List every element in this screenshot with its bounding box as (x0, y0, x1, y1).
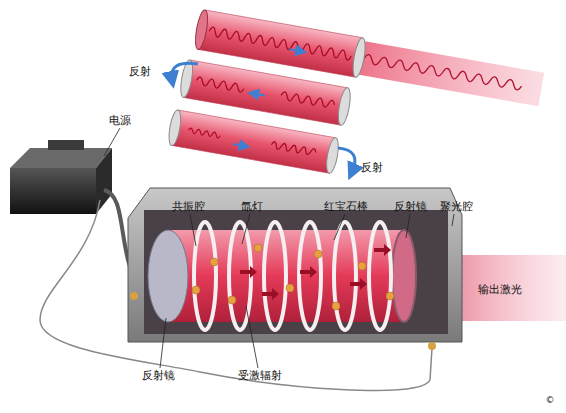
photon-arrow (240, 266, 257, 278)
callout-label: 氙灯 (241, 201, 263, 213)
mirror (148, 230, 188, 322)
photon-arrow (262, 288, 279, 300)
callout-label: 电源 (109, 115, 131, 127)
tube-body (172, 110, 336, 173)
atom (210, 258, 218, 266)
leader-line (452, 214, 454, 226)
mirror (392, 230, 416, 322)
leader-line (246, 306, 258, 368)
atoms (192, 244, 394, 310)
terminal (428, 342, 436, 350)
reflection-arrow (172, 63, 198, 80)
leader-line (406, 214, 410, 238)
mirror (167, 109, 183, 146)
power-supply-front (10, 168, 96, 214)
power-supply-handle (48, 140, 84, 150)
leader-lines (104, 128, 454, 368)
callout-label: 输出激光 (478, 284, 522, 296)
direction-arrow (253, 93, 265, 95)
coil-turn (194, 222, 216, 330)
resonator-tube (167, 109, 341, 174)
callout-label: 反射 (361, 162, 383, 174)
power-supply-side (96, 148, 112, 214)
atom (386, 292, 394, 300)
coil-turn (264, 222, 286, 330)
callout-label: 反射 (129, 66, 151, 78)
leader-line (334, 214, 345, 240)
light-wave (281, 91, 336, 108)
direction-arrow (233, 144, 245, 146)
light-wave (271, 141, 317, 156)
leader-line (190, 214, 196, 246)
callout-label: 聚光腔 (440, 201, 473, 213)
leader-line (104, 128, 120, 156)
atom (192, 286, 200, 294)
callout-label: 反射镜 (394, 201, 427, 213)
coil-turn (299, 222, 321, 330)
leader-line (160, 318, 166, 368)
callout-label: 共振腔 (172, 201, 205, 213)
mirror (351, 37, 368, 78)
coil-turn (369, 222, 391, 330)
power-supply-top (10, 148, 112, 168)
callout-label: 受激辐射 (238, 370, 282, 382)
atom (314, 250, 322, 258)
photon-arrow (300, 266, 317, 278)
wire (40, 200, 432, 390)
mirror (336, 87, 352, 126)
terminal (130, 292, 138, 300)
atom (332, 302, 340, 310)
light-wave (196, 77, 245, 93)
light-wave (188, 128, 220, 138)
cavity-interior (144, 210, 448, 334)
coil-turn (334, 222, 356, 330)
photon-arrow (374, 244, 391, 256)
mirror (193, 9, 210, 50)
watermark: © (546, 396, 555, 406)
atom (228, 296, 236, 304)
atom (254, 244, 262, 252)
laser-beam (356, 41, 544, 107)
light-wave (363, 54, 522, 91)
leader-line (242, 214, 250, 244)
mirror (324, 137, 340, 174)
atom (358, 262, 366, 270)
atom (286, 284, 294, 292)
callout-label: 红宝石棒 (324, 201, 368, 213)
callout-label: 反射镜 (142, 370, 175, 382)
direction-arrow (289, 49, 301, 51)
photon-arrows (240, 244, 391, 300)
photon-arrow (350, 278, 367, 290)
power-supply (10, 140, 112, 214)
reflector-cavity (128, 188, 462, 342)
light-wave (209, 27, 352, 61)
xenon-lamp (194, 222, 391, 330)
reflection-arrow (338, 148, 355, 172)
